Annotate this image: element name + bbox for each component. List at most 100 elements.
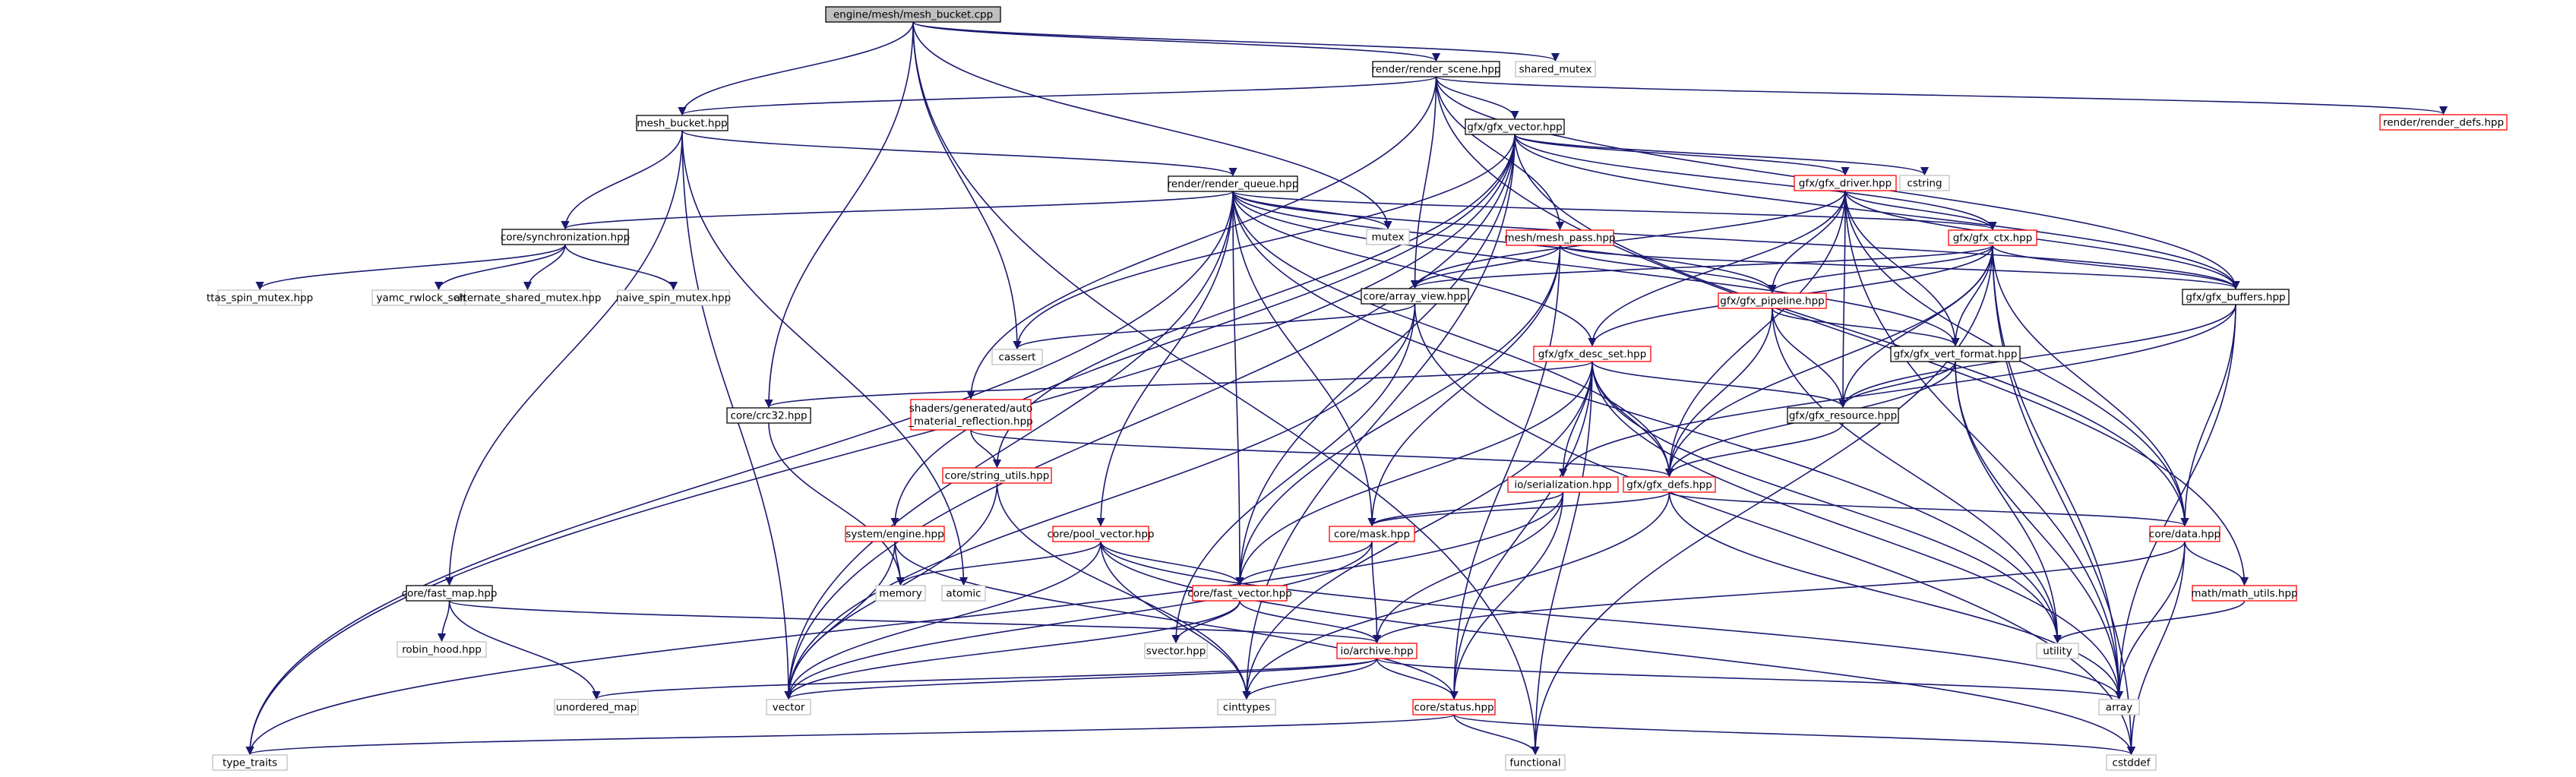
node-box <box>1507 476 1619 493</box>
node-string-utils[interactable]: core/string_utils.hpp <box>942 467 1052 484</box>
edge-gfx_driver-to-array_view <box>1410 190 1846 289</box>
edge-gfx_pipeline-to-gfx_defs <box>1664 308 1773 478</box>
node-mesh-bucket-hpp[interactable]: mesh_bucket.hpp <box>636 115 729 131</box>
edge-gfx_ctx-to-functional <box>1531 245 1993 756</box>
edge-core_sync-to-naive_spin <box>564 244 678 291</box>
node-render-defs[interactable]: render/render_defs.hpp <box>2379 114 2508 131</box>
node-label: cassert <box>999 352 1036 364</box>
edge-gfx_vector-to-core_data <box>1514 134 2189 527</box>
node-label: core/crc32.hpp <box>730 410 807 422</box>
edge-mesh_bucket_cpp-to-mesh_bucket_hpp <box>678 21 914 116</box>
node-pool-vector[interactable]: core/pool_vector.hpp <box>1048 526 1155 542</box>
node-array-view[interactable]: core/array_view.hpp <box>1361 288 1469 305</box>
node-box <box>942 467 1052 484</box>
node-alt-shared: alternate_shared_mutex.hpp <box>454 289 601 306</box>
node-box <box>1794 175 1897 191</box>
node-label: core/synchronization.hpp <box>501 232 630 244</box>
edge-gfx_driver-to-array <box>1844 190 2124 700</box>
node-gfx-vector[interactable]: gfx/gfx_vector.hpp <box>1465 118 1565 135</box>
edge-gfx_pipeline-to-gfx_resource <box>1772 308 1847 409</box>
node-box <box>1192 585 1288 602</box>
edge-crc32-to-memory <box>768 422 906 586</box>
node-box <box>1144 643 1208 659</box>
edge-render_scene-to-render_defs <box>1435 76 2448 115</box>
node-gfx-driver[interactable]: gfx/gfx_driver.hpp <box>1794 175 1897 191</box>
node-box <box>825 6 1001 23</box>
node-label: core/fast_vector.hpp <box>1187 588 1291 600</box>
edge-mesh_bucket_hpp-to-core_sync <box>561 130 683 230</box>
node-label: cinttypes <box>1223 702 1270 714</box>
node-core-sync[interactable]: core/synchronization.hpp <box>501 229 630 245</box>
edge-gfx_vector-to-gfx_ctx <box>1514 134 1997 231</box>
edge-core_data-to-io_archive <box>1373 541 2186 644</box>
node-render-queue[interactable]: render/render_queue.hpp <box>1168 175 1299 192</box>
node-core-mask[interactable]: core/mask.hpp <box>1329 526 1415 542</box>
node-system-engine[interactable]: system/engine.hpp <box>845 526 945 542</box>
node-io-serialization[interactable]: io/serialization.hpp <box>1507 476 1619 493</box>
node-core-status[interactable]: core/status.hpp <box>1412 699 1496 715</box>
node-label: gfx/gfx_pipeline.hpp <box>1720 295 1824 308</box>
edge-render_scene-to-gfx_vector <box>1435 76 1519 120</box>
edge-gfx_ctx-to-gfx_defs <box>1664 245 1993 478</box>
edge-pool_vector-to-fast_vector <box>1100 541 1244 586</box>
node-label: gfx/gfx_buffers.hpp <box>2186 292 2285 304</box>
edge-gfx_driver-to-gfx_pipeline <box>1768 190 1846 294</box>
node-gfx-desc-set[interactable]: gfx/gfx_desc_set.hpp <box>1533 346 1651 362</box>
node-label: math/math_utils.hpp <box>2191 588 2297 600</box>
edge-array_view-to-svector <box>1171 303 1416 644</box>
node-label: core/status.hpp <box>1414 702 1493 714</box>
node-box <box>1412 699 1496 715</box>
edge-core_mask-to-io_archive <box>1371 541 1382 644</box>
node-box <box>1465 118 1565 135</box>
node-gfx-buffers[interactable]: gfx/gfx_buffers.hpp <box>2182 289 2290 305</box>
node-gfx-pipeline[interactable]: gfx/gfx_pipeline.hpp <box>1718 292 1827 309</box>
edge-io_serialization-to-core_status <box>1449 491 1564 700</box>
node-box <box>406 585 493 602</box>
node-box <box>636 115 729 131</box>
node-box <box>845 526 945 542</box>
node-label: gfx/gfx_vector.hpp <box>1467 122 1563 134</box>
edge-render_queue-to-mutex <box>1232 191 1392 230</box>
node-gfx-resource[interactable]: gfx/gfx_resource.hpp <box>1787 407 1899 424</box>
edge-gfx_desc_set-to-gfx_defs <box>1591 361 1674 478</box>
edge-core_data-to-cstddef <box>2126 541 2186 756</box>
edge-gfx_ctx-to-array <box>1992 245 2124 700</box>
edge-render_scene-to-mesh_bucket_hpp <box>678 76 1437 116</box>
node-cassert: cassert <box>991 349 1043 365</box>
node-gfx-ctx[interactable]: gfx/gfx_ctx.hpp <box>1948 229 2037 246</box>
node-box <box>1372 61 1500 77</box>
edge-core_mask-to-fast_vector <box>1235 541 1373 586</box>
node-gfx-vert-format[interactable]: gfx/gfx_vert_format.hpp <box>1890 346 2021 362</box>
edge-gfx_ctx-to-gfx_pipeline <box>1768 245 1993 294</box>
node-type-traits: type_traits <box>212 754 288 771</box>
edge-pool_vector-to-array <box>1100 541 2123 700</box>
edge-gfx_desc_set-to-crc32 <box>764 361 1593 409</box>
edge-gfx_vector-to-cassert <box>1013 134 1516 350</box>
node-utility: utility <box>2036 643 2079 659</box>
node-math-utils[interactable]: math/math_utils.hpp <box>2191 585 2298 602</box>
node-gfx-defs[interactable]: gfx/gfx_defs.hpp <box>1623 476 1716 493</box>
node-label: io/serialization.hpp <box>1514 479 1611 491</box>
edge-gfx_driver-to-gfx_buffers <box>1844 190 2240 290</box>
node-box <box>1336 643 1418 659</box>
node-label: vector <box>773 702 805 714</box>
edge-render_queue-to-pool_vector <box>1096 191 1234 527</box>
node-box <box>212 754 288 771</box>
node-render-scene[interactable]: render/render_scene.hpp <box>1372 61 1501 77</box>
node-io-archive[interactable]: io/archive.hpp <box>1336 643 1418 659</box>
edge-fast_vector-to-io_archive <box>1239 600 1382 644</box>
edge-render_queue-to-gfx_pipeline <box>1232 191 1777 294</box>
node-box <box>1366 229 1410 245</box>
node-mesh-bucket-cpp[interactable]: engine/mesh/mesh_bucket.cpp <box>825 6 1001 23</box>
node-crc32[interactable]: core/crc32.hpp <box>726 407 811 424</box>
edge-gfx_buffers-to-core_data <box>2180 304 2236 527</box>
node-mesh-pass[interactable]: mesh/mesh_pass.hpp <box>1504 229 1616 246</box>
node-fast-vector[interactable]: core/fast_vector.hpp <box>1187 585 1292 602</box>
edge-gfx_defs-to-cinttypes <box>1242 491 1670 700</box>
node-label: core/mask.hpp <box>1334 529 1410 541</box>
node-shaders-auto[interactable]: shaders/generated/auto_material_reflecti… <box>908 399 1033 431</box>
node-core-data[interactable]: core/data.hpp <box>2149 526 2220 542</box>
edge-mesh_bucket_cpp-to-render_scene <box>912 21 1440 62</box>
node-fast-map[interactable]: core/fast_map.hpp <box>402 585 498 602</box>
edge-string_utils-to-cinttypes <box>996 482 1251 700</box>
